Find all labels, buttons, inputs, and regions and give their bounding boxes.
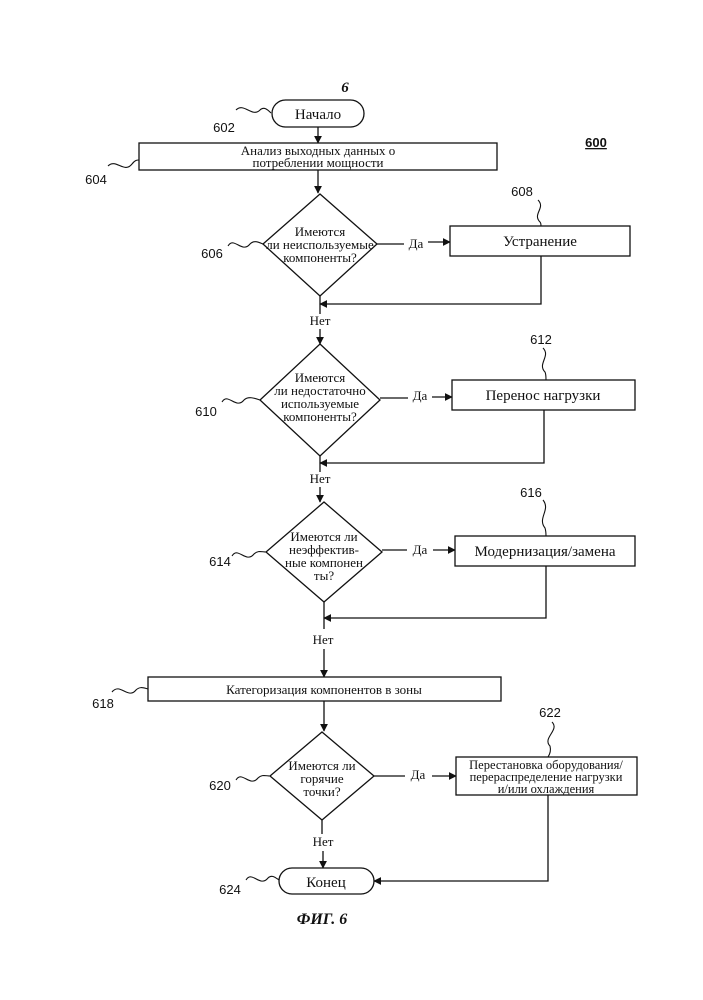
edge-yes-610: Да xyxy=(413,388,428,403)
ref-610: 610 xyxy=(195,404,217,419)
ref-leader-616 xyxy=(542,500,546,536)
hotspots-line-3: точки? xyxy=(303,784,340,799)
ref-608: 608 xyxy=(511,184,533,199)
ref-leader-620 xyxy=(236,776,270,782)
diagram-number: 600 xyxy=(585,135,607,150)
start-label: Начало xyxy=(295,107,341,123)
unused-line-3: компоненты? xyxy=(283,250,357,265)
page-marker: 6 xyxy=(341,80,349,96)
ref-leader-618 xyxy=(112,688,148,694)
underused-line-4: компоненты? xyxy=(283,409,357,424)
ref-606: 606 xyxy=(201,246,223,261)
edge-no-610: Нет xyxy=(310,471,331,486)
categorize-process: Категоризация компонентов в зоны xyxy=(148,677,501,701)
end-node: Конец xyxy=(279,868,374,894)
ref-624: 624 xyxy=(219,882,241,897)
edge-yes-606: Да xyxy=(409,236,424,251)
shift-load-label: Перенос нагрузки xyxy=(486,388,601,404)
upgrade-process: Модернизация/замена xyxy=(455,536,635,566)
hotspots-decision: Имеются ли горячие точки? xyxy=(270,732,374,820)
ref-leader-610 xyxy=(222,398,260,403)
ref-leader-614 xyxy=(232,552,266,558)
ref-leader-622 xyxy=(548,722,554,757)
ref-616: 616 xyxy=(520,485,542,500)
edge-no-606: Нет xyxy=(310,313,331,328)
rearrange-line-3: и/или охлаждения xyxy=(498,782,595,796)
ref-622: 622 xyxy=(539,705,561,720)
ref-602: 602 xyxy=(213,120,235,135)
analyze-process: Анализ выходных данных о потреблении мощ… xyxy=(139,143,497,170)
unused-components-decision: Имеются ли неиспользуемые компоненты? xyxy=(263,194,377,296)
end-label: Конец xyxy=(306,875,345,891)
edge-no-620: Нет xyxy=(313,834,334,849)
ref-618: 618 xyxy=(92,696,114,711)
underused-components-decision: Имеются ли недостаточно используемые ком… xyxy=(260,344,380,456)
ref-612: 612 xyxy=(530,332,552,347)
ref-leader-608 xyxy=(537,200,541,226)
figure-caption: ФИГ. 6 xyxy=(297,911,348,928)
eliminate-process: Устранение xyxy=(450,226,630,256)
ref-leader-606 xyxy=(228,242,263,247)
eliminate-label: Устранение xyxy=(503,234,577,250)
ref-620: 620 xyxy=(209,778,231,793)
rearrange-process: Перестановка оборудования/ перераспредел… xyxy=(456,757,637,796)
shift-load-process: Перенос нагрузки xyxy=(452,380,635,410)
ref-leader-612 xyxy=(542,348,546,380)
categorize-label: Категоризация компонентов в зоны xyxy=(226,682,422,697)
start-node: Начало xyxy=(272,100,364,127)
edge-no-614: Нет xyxy=(313,632,334,647)
ref-leader-604 xyxy=(108,160,139,167)
inefficient-line-4: ты? xyxy=(314,568,334,583)
upgrade-label: Модернизация/замена xyxy=(475,544,616,560)
ref-leader-624 xyxy=(246,876,279,881)
ref-614: 614 xyxy=(209,554,231,569)
edge-yes-614: Да xyxy=(413,542,428,557)
inefficient-components-decision: Имеются ли неэффектив- ные компонен ты? xyxy=(266,502,382,602)
ref-604: 604 xyxy=(85,172,107,187)
edge-yes-620: Да xyxy=(411,767,426,782)
analyze-line-2: потреблении мощности xyxy=(253,155,384,170)
ref-leader-602 xyxy=(236,108,271,113)
